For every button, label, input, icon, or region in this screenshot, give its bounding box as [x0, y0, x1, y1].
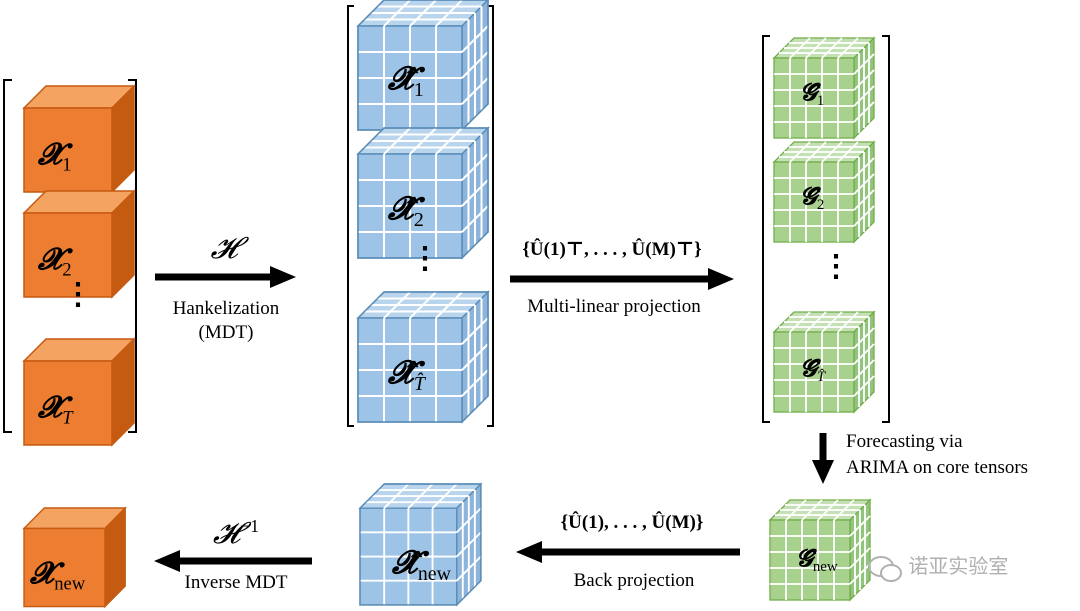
input-tensor-T-label: 𝓧T	[38, 391, 73, 429]
core-ellipsis: ⋮	[821, 250, 851, 283]
watermark: 诺亚实验室	[868, 550, 1008, 582]
hankel-bracket	[347, 5, 494, 427]
forecast-arrow	[812, 433, 834, 484]
hankelization-mdt-label: (MDT)	[198, 322, 254, 343]
forecast-label-line1: Forecasting via	[846, 431, 963, 452]
output-tensor-label: 𝓧new	[30, 557, 86, 595]
hankelization-symbol: 𝓗	[210, 232, 238, 265]
back-projection-arrow	[516, 541, 740, 563]
input-ellipsis: ⋮	[63, 278, 93, 311]
core-tensor-2-label: 𝓖̂2	[800, 184, 825, 214]
inverse-mdt-arrow	[154, 550, 312, 572]
hankel-tensor-T-label: 𝓧̂T̂	[388, 354, 425, 395]
input-tensor-2-label: 𝓧2	[38, 243, 72, 281]
projection-label: Multi-linear projection	[527, 296, 701, 317]
new-core-tensor-label: 𝓖̂new	[796, 546, 838, 576]
inverse-mdt-symbol: 𝓗−1	[212, 516, 260, 550]
hankelization-arrow	[155, 266, 296, 288]
core-bracket	[762, 35, 890, 423]
projection-formula: {Û(1)⊤, . . . , Û(M)⊤}	[522, 239, 702, 260]
forecast-label-line2: ARIMA on core tensors	[846, 457, 1029, 478]
back-projection-formula: {Û(1), . . . , Û(M)}	[560, 512, 704, 533]
back-projection-label: Back projection	[573, 570, 695, 591]
projection-arrow	[510, 268, 734, 290]
hankel-tensor-1-label: 𝓧̂1	[388, 60, 424, 101]
hankel-tensor-2-label: 𝓧̂2	[388, 190, 424, 231]
input-bracket	[3, 79, 137, 433]
hankel-ellipsis: ⋮	[410, 242, 440, 275]
wechat-icon	[868, 555, 902, 582]
core-tensor-T-label: 𝓖̂T̂	[800, 356, 826, 386]
input-tensor-1-label: 𝓧1	[38, 138, 72, 176]
new-hankel-tensor-label: 𝓧̂new	[392, 544, 451, 585]
core-tensor-1-label: 𝓖̂1	[800, 80, 825, 110]
inverse-mdt-label: Inverse MDT	[184, 572, 288, 593]
hankelization-label: Hankelization	[172, 298, 280, 319]
